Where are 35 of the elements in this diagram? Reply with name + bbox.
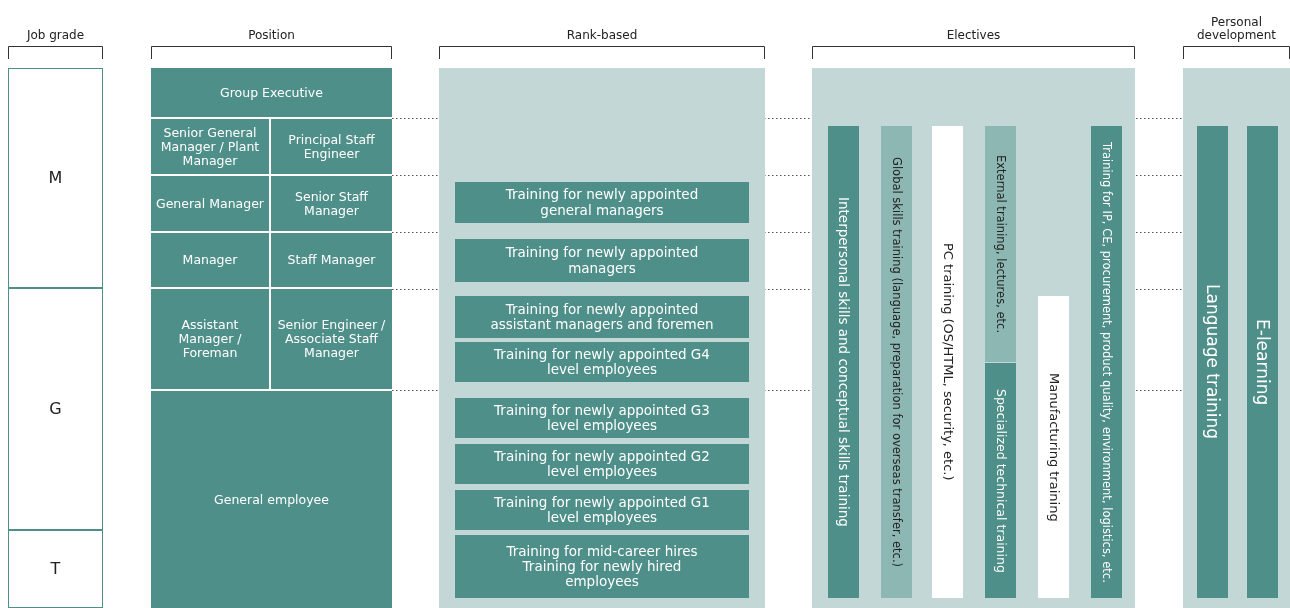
position-box: Staff Manager bbox=[271, 233, 392, 287]
position-box: Assistant Manager / Foreman bbox=[151, 289, 269, 389]
position-box: General employee bbox=[151, 391, 392, 608]
training-box: Training for newly appointed G3 level employees bbox=[455, 398, 749, 438]
training-bar: E-learning bbox=[1247, 126, 1278, 598]
position-box: Group Executive bbox=[151, 68, 392, 117]
position-box: Manager bbox=[151, 233, 269, 287]
column-heading: Position bbox=[247, 26, 296, 42]
training-box: Training for newly appointed managers bbox=[455, 239, 749, 282]
position-box: General Manager bbox=[151, 176, 269, 231]
position-box: Senior Engineer / Associate Staff Manager bbox=[271, 289, 392, 389]
training-bar: Specialized technical training bbox=[985, 363, 1016, 598]
grade-box: T bbox=[8, 530, 103, 608]
training-bar: PC training (OS/HTML, security, etc.) bbox=[932, 126, 963, 598]
training-bar: Language training bbox=[1197, 126, 1228, 598]
training-box: Training for newly appointed G1 level employees bbox=[455, 490, 749, 530]
position-box: Senior General Manager / Plant Manager bbox=[151, 119, 269, 174]
training-box: Training for newly appointed G2 level employees bbox=[455, 444, 749, 484]
training-bar: Interpersonal skills and conceptual skills training bbox=[828, 126, 859, 598]
column-heading: Rank-based bbox=[565, 26, 639, 42]
training-box: Training for newly appointed G4 level employees bbox=[455, 342, 749, 382]
training-bar: Training for IP, CE, procurement, product quality, environment, logistics, etc. bbox=[1091, 126, 1122, 598]
training-box: Training for newly appointed general managers bbox=[455, 182, 749, 223]
training-box: Training for newly appointed assistant managers and foremen bbox=[455, 296, 749, 338]
grade-box: G bbox=[8, 288, 103, 530]
training-bar: External training, lectures, etc. bbox=[985, 126, 1016, 362]
position-box: Senior Staff Manager bbox=[271, 176, 392, 231]
column-heading: Personal development bbox=[1195, 13, 1278, 42]
position-box: Principal Staff Engineer bbox=[271, 119, 392, 174]
column-heading: Electives bbox=[945, 26, 1002, 42]
training-bar: Manufacturing training bbox=[1038, 296, 1069, 598]
column-heading: Job grade bbox=[25, 26, 86, 42]
training-bar: Global skills training (language, preparation for overseas transfer, etc.) bbox=[881, 126, 912, 598]
grade-box: M bbox=[8, 68, 103, 288]
training-box: Training for mid-career hires Training for newly hired employees bbox=[455, 535, 749, 598]
